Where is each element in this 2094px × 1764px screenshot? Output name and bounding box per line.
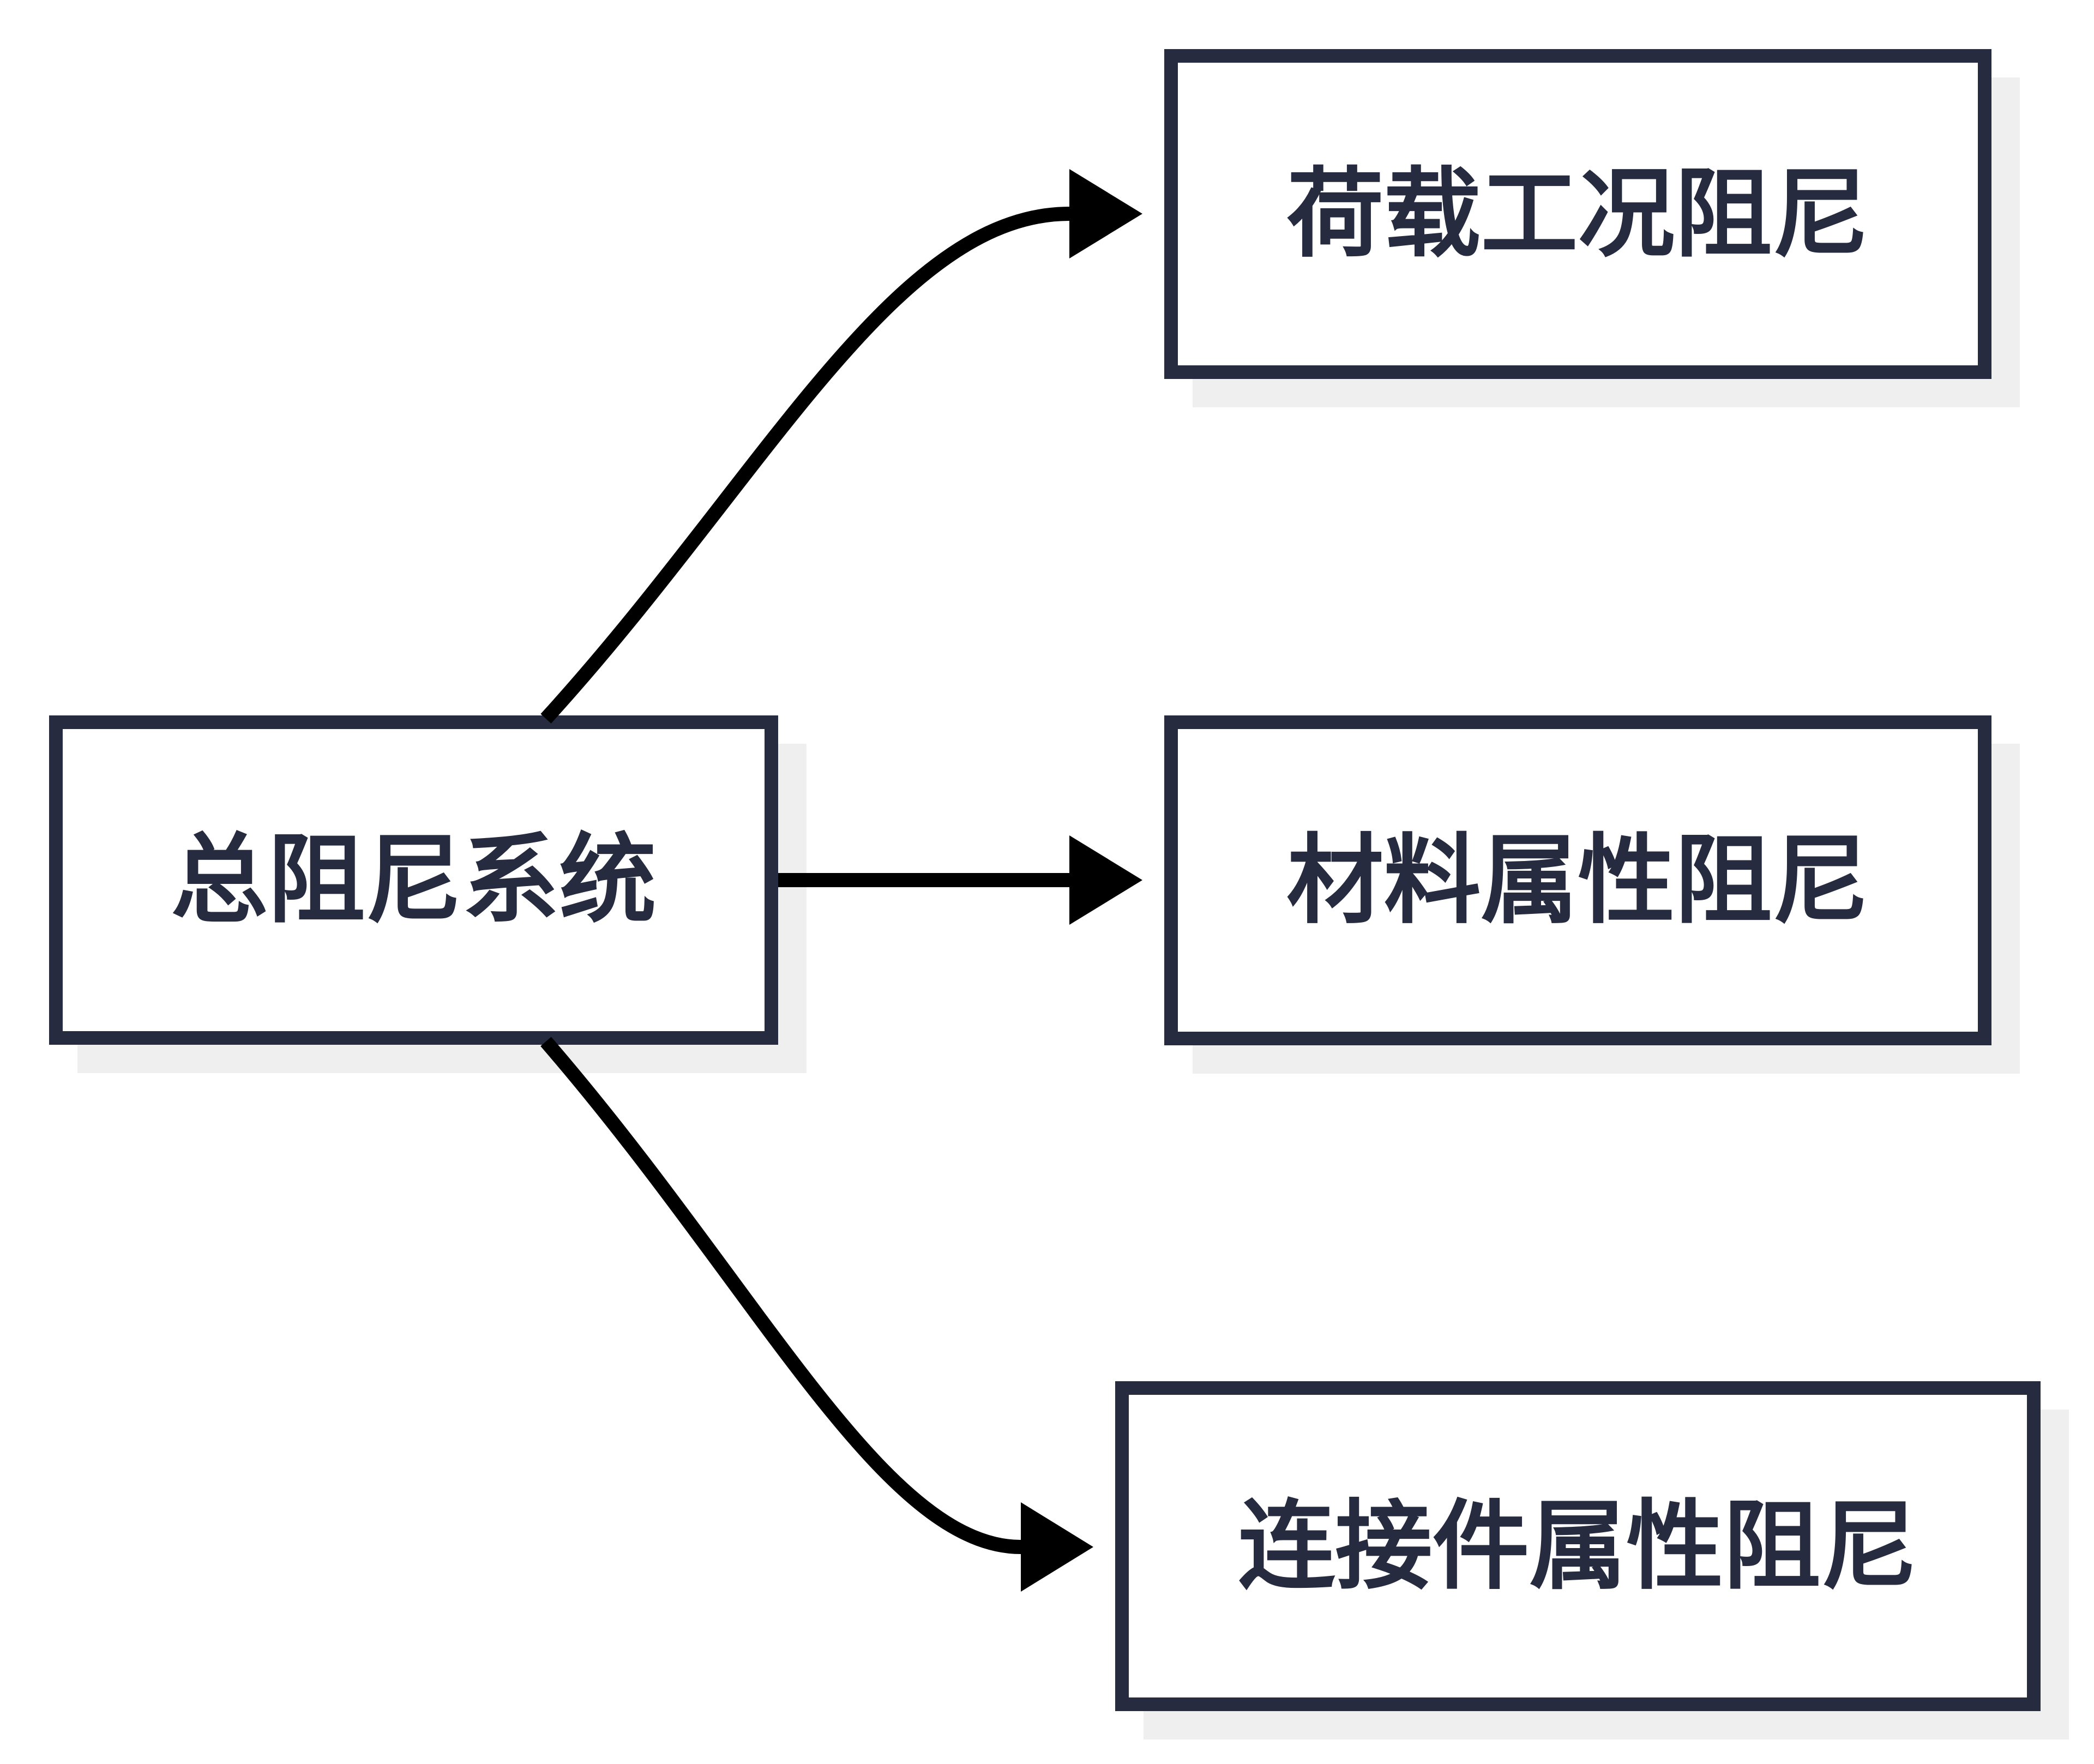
- node-total-damping-label: 总阻尼系统: [171, 826, 657, 934]
- node-connector-damping: 连接件属性阻尼: [1115, 1381, 2041, 1711]
- node-connector-damping-label: 连接件属性阻尼: [1238, 1491, 1918, 1600]
- edge-total-to-load-case: [540, 169, 1142, 724]
- node-total-damping: 总阻尼系统: [49, 715, 778, 1045]
- node-load-case-damping: 荷载工况阻尼: [1164, 49, 1991, 379]
- edge-total-to-load-case-arrowhead: [1069, 169, 1142, 258]
- edge-total-to-connector-line: [540, 1037, 1021, 1554]
- edge-total-to-load-case-line: [540, 207, 1070, 724]
- edge-total-to-material-arrowhead: [1069, 835, 1142, 925]
- edge-total-to-connector-arrowhead: [1021, 1502, 1093, 1592]
- node-load-case-damping-label: 荷载工况阻尼: [1286, 159, 1869, 268]
- node-material-damping-label: 材料属性阻尼: [1286, 826, 1869, 935]
- edge-total-to-connector: [540, 1037, 1093, 1592]
- node-material-damping: 材料属性阻尼: [1164, 715, 1991, 1045]
- edge-total-to-material: [778, 835, 1142, 925]
